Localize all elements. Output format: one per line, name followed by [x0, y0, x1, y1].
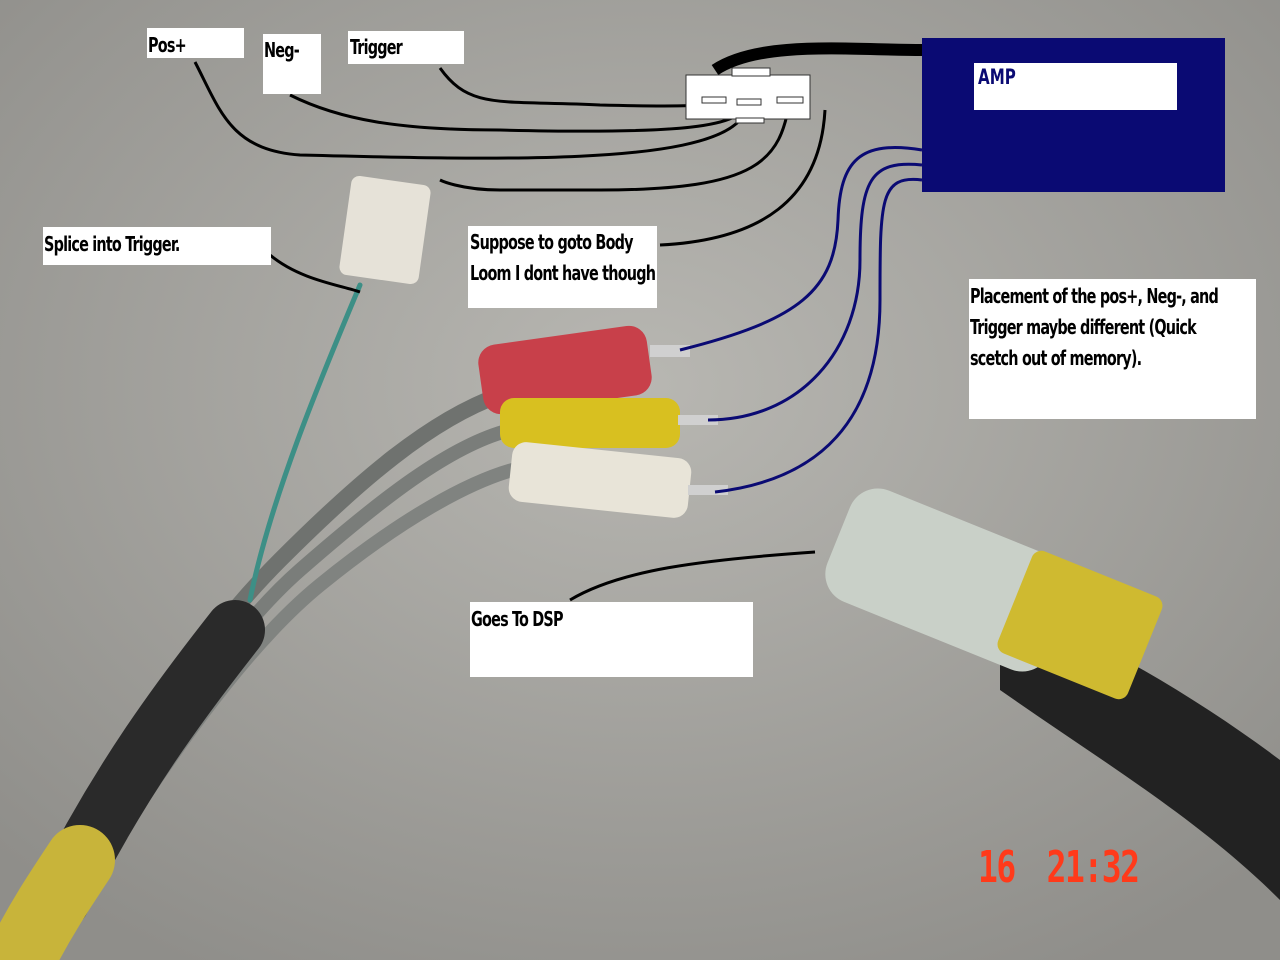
rca-cables	[0, 282, 527, 960]
neg-label: Neg-	[264, 38, 300, 62]
blue-wires	[679, 146, 923, 494]
rca-plugs	[478, 325, 728, 518]
dsp-connector	[825, 488, 1280, 900]
placement-note-box	[969, 279, 1256, 419]
amp-label: AMP	[978, 65, 1016, 89]
pos-label: Pos+	[148, 33, 187, 57]
neg-label-box	[263, 34, 321, 94]
date-time-stamp: 16 21:32	[978, 842, 1140, 893]
trigger-label: Trigger	[350, 35, 403, 59]
dsp-label-box	[470, 602, 753, 677]
pos-label-box	[147, 28, 244, 58]
splice-label: Splice into Trigger.	[44, 232, 180, 256]
placement-note: Placement of the pos+, Neg-, and Trigger…	[970, 284, 1219, 370]
body-loom-label-box	[468, 226, 657, 308]
splice-connector	[339, 175, 431, 285]
amp-label-box	[974, 63, 1177, 110]
body-loom-label: Suppose to goto Body Loom I dont have th…	[470, 230, 656, 285]
three-pin-connector	[685, 67, 811, 124]
dsp-label: Goes To DSP	[471, 607, 564, 631]
trigger-label-box	[348, 31, 464, 64]
amp-box	[922, 38, 1225, 192]
splice-label-box	[43, 227, 271, 265]
